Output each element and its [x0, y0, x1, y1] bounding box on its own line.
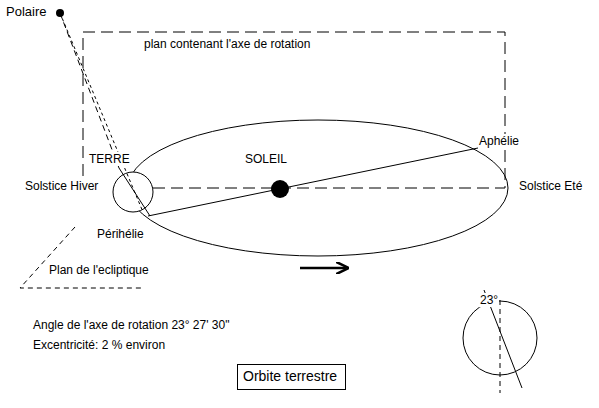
polaris-sightline: [60, 13, 119, 168]
caption-text: Orbite terrestre: [243, 368, 340, 384]
solstice-label: Solstice Hiver: [24, 179, 99, 193]
sun-disc: [271, 180, 289, 198]
plane-label: plan contenant l'axe de rotation: [143, 37, 311, 51]
direction-arrow: [300, 267, 346, 270]
solstice-line: [153, 188, 505, 189]
orbit-ellipse: [128, 120, 508, 256]
angle-label: 23°: [479, 293, 499, 307]
note-text: Angle de l'axe de rotation 23° 27' 30": [32, 318, 230, 332]
sun-label: SOLEIL: [244, 152, 288, 166]
vertical-reference: [500, 300, 501, 393]
earth-label: TERRE: [88, 152, 131, 166]
solstice-label: Solstice Eté: [518, 179, 583, 193]
note-text: Excentricité: 2 % environ: [32, 338, 166, 352]
star-name: Polaire: [5, 5, 47, 19]
plane-label: Plan de l'ecliptique: [48, 263, 150, 277]
earth-circle: [113, 172, 153, 212]
perihelion-label: Périhélie: [96, 227, 145, 241]
earth-axis: [119, 168, 150, 216]
axis-plane: [83, 32, 505, 188]
aphelion-label: Aphélie: [478, 134, 520, 148]
caption-box: Orbite terrestre: [237, 364, 346, 390]
polaris-star: [56, 9, 64, 17]
apsides-line: [148, 148, 478, 216]
